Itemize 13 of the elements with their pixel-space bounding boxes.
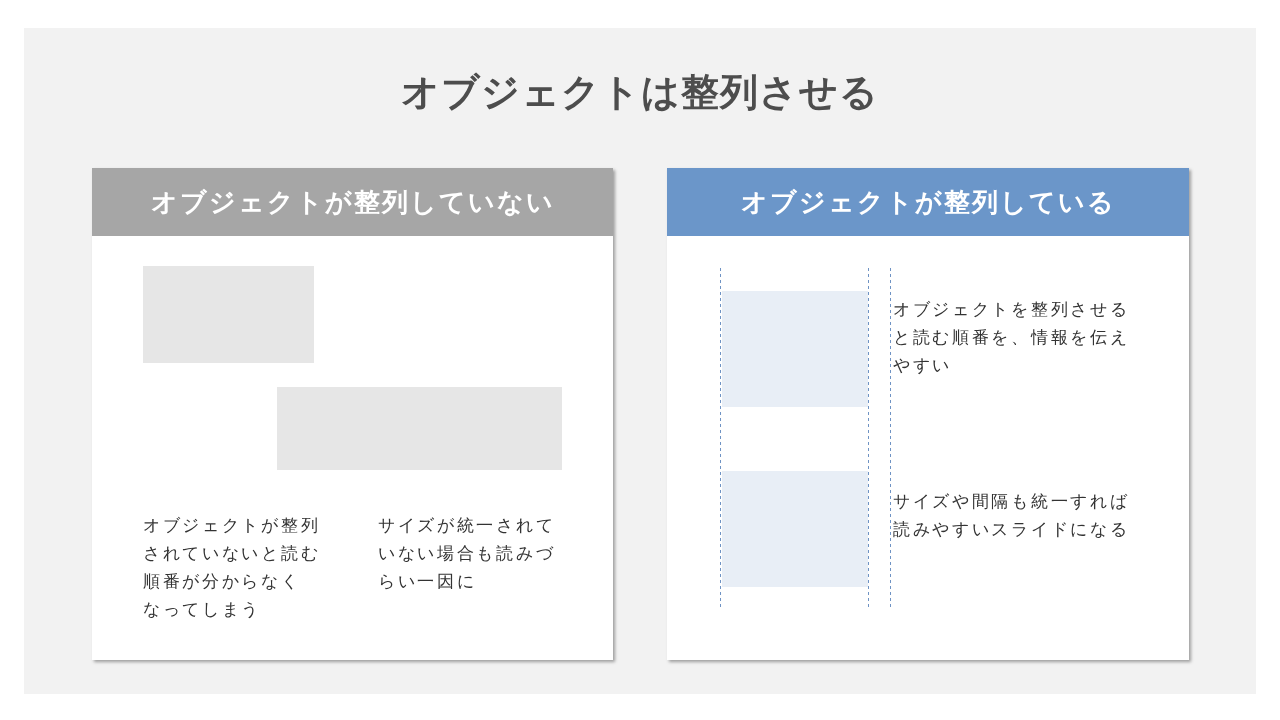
panel-header: オブジェクトが整列している [667,168,1189,236]
placeholder-block [277,387,562,470]
body-text: サイズや間隔も統一すれば読みやすいスライドになる [893,490,1131,541]
panel-card [667,168,1189,660]
body-text: サイズが統一されていない場合も読みづらい一因に [378,514,557,593]
body-text: オブジェクトを整列させると読む順番を、情報を伝えやすい [893,298,1131,377]
placeholder-block [143,266,314,363]
placeholder-block [722,471,868,587]
panel-header: オブジェクトが整列していない [92,168,613,236]
slide-title: オブジェクトは整列させる [400,69,880,116]
placeholder-block [722,291,868,407]
body-text: オブジェクトが整列されていないと読む順番が分からなくなってしまう [143,514,322,621]
panel-card [92,168,613,660]
